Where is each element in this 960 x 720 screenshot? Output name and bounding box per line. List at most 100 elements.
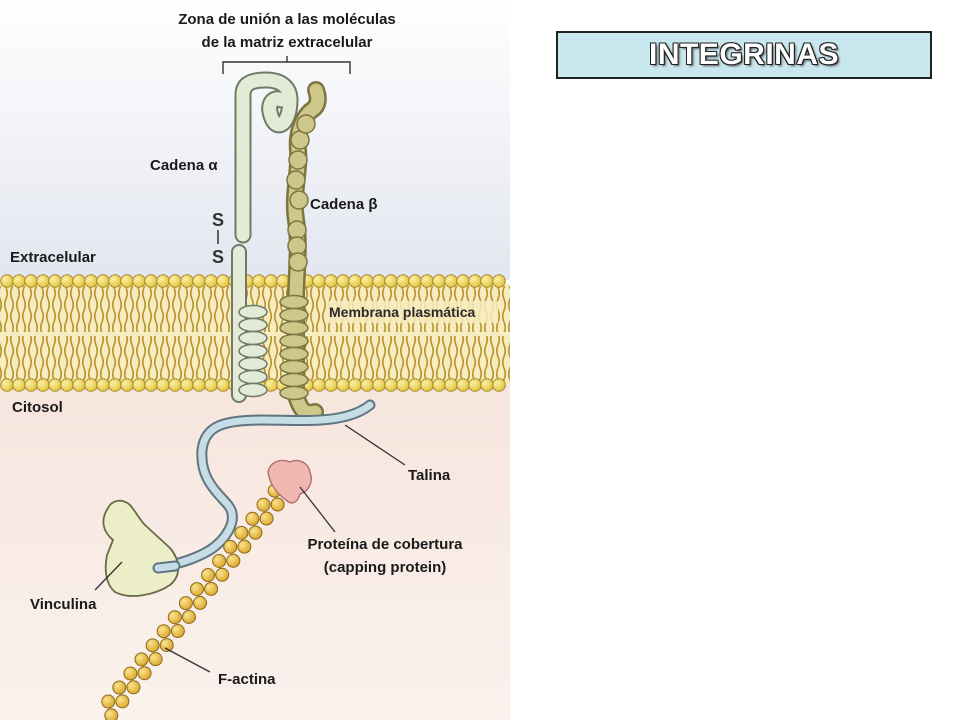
actin-monomer xyxy=(115,694,130,709)
vinculin-label: Vinculina xyxy=(30,596,97,613)
talin xyxy=(152,399,376,574)
beta-bump xyxy=(296,114,316,134)
lipid-head xyxy=(492,378,506,392)
lipid-head xyxy=(468,378,482,392)
lipid-head xyxy=(204,274,218,288)
beta-transmembrane-helix xyxy=(279,294,309,401)
lipid-head xyxy=(108,274,122,288)
beta-bump xyxy=(288,150,308,170)
capping-protein-label-line1: Proteína de cobertura xyxy=(307,536,463,553)
actin-monomer xyxy=(226,553,241,568)
actin-monomer xyxy=(134,652,149,667)
lipid-head xyxy=(324,274,338,288)
lipid-head xyxy=(432,274,446,288)
binding-zone-bracket xyxy=(222,56,351,74)
helix-turn xyxy=(238,304,268,320)
lipid-head xyxy=(132,274,146,288)
lipid-head xyxy=(420,378,434,392)
actin-monomer xyxy=(101,694,116,709)
capping-protein xyxy=(267,459,312,504)
helix-turn xyxy=(279,346,309,362)
beta-chain-label: Cadena β xyxy=(310,196,378,213)
actin-monomer xyxy=(167,610,182,625)
lipid-head xyxy=(384,378,398,392)
lipid-head xyxy=(36,378,50,392)
lipid-head xyxy=(156,378,170,392)
lipid-head xyxy=(468,274,482,288)
lipid-head xyxy=(312,378,326,392)
actin-monomer xyxy=(193,595,208,610)
extracellular-label: Extracelular xyxy=(10,249,96,266)
actin-monomer xyxy=(215,567,230,582)
helix-turn xyxy=(238,343,268,359)
beta-bump xyxy=(289,190,309,210)
actin-monomer xyxy=(234,525,249,540)
lipid-head xyxy=(192,378,206,392)
lipid-head xyxy=(168,274,182,288)
actin-monomer xyxy=(112,680,127,695)
f-actin-label: F-actina xyxy=(218,671,276,688)
actin-monomer xyxy=(126,680,141,695)
lipid-head xyxy=(144,274,158,288)
binding-zone-label-line1: Zona de unión a las moléculas xyxy=(178,11,396,28)
actin-monomer xyxy=(212,553,227,568)
actin-monomer xyxy=(256,497,271,512)
lipid-head xyxy=(480,274,494,288)
lipid-head xyxy=(24,274,38,288)
actin-monomer xyxy=(270,497,285,512)
lipid-head xyxy=(360,378,374,392)
lipid-head xyxy=(372,378,386,392)
lipid-head xyxy=(396,378,410,392)
lipid-head xyxy=(492,274,506,288)
lipid-head xyxy=(84,274,98,288)
helix-turn xyxy=(279,307,309,323)
actin-monomer xyxy=(237,539,252,554)
beta-bump xyxy=(288,252,308,272)
beta-chain xyxy=(279,81,327,422)
leader-lines xyxy=(94,424,406,673)
lipid-head xyxy=(408,274,422,288)
actin-monomer xyxy=(259,511,274,526)
lipid-head xyxy=(336,274,350,288)
lipid-head xyxy=(312,274,326,288)
lipid-head xyxy=(12,274,26,288)
lipid-head xyxy=(216,274,230,288)
actin-monomer xyxy=(189,582,204,597)
lipid-head xyxy=(372,274,386,288)
actin-monomer xyxy=(156,624,171,639)
page-title: INTEGRINAS xyxy=(648,38,839,71)
lipid-head xyxy=(444,274,458,288)
title-box: INTEGRINAS xyxy=(556,31,932,79)
lipid-head xyxy=(120,378,134,392)
lipid-head xyxy=(72,274,86,288)
lipid-head xyxy=(264,274,278,288)
lipid-head xyxy=(216,378,230,392)
lipid-head xyxy=(444,378,458,392)
extracellular-region xyxy=(0,0,510,280)
lipid-head xyxy=(480,378,494,392)
lipid-head xyxy=(0,274,14,288)
lipid-head xyxy=(348,274,362,288)
lipid-head xyxy=(60,378,74,392)
lipid-head xyxy=(324,378,338,392)
lipid-head xyxy=(60,274,74,288)
lipid-head xyxy=(12,378,26,392)
lipid-head xyxy=(36,274,50,288)
helix-turn xyxy=(238,356,268,372)
capping-protein-label-line2: (capping protein) xyxy=(324,559,447,576)
actin-monomer xyxy=(248,525,263,540)
lipid-head xyxy=(108,378,122,392)
actin-monomer xyxy=(123,666,138,681)
lipid-head xyxy=(120,274,134,288)
talin-label: Talina xyxy=(408,467,451,484)
helix-turn xyxy=(279,385,309,401)
actin-monomer xyxy=(201,568,216,583)
helix-turn xyxy=(238,330,268,346)
lipid-head xyxy=(84,378,98,392)
lipid-head xyxy=(408,378,422,392)
lipid-head xyxy=(348,378,362,392)
lipid-head xyxy=(180,378,194,392)
disulfide-s2: S xyxy=(212,247,224,267)
membrane-label-bg xyxy=(326,301,498,323)
